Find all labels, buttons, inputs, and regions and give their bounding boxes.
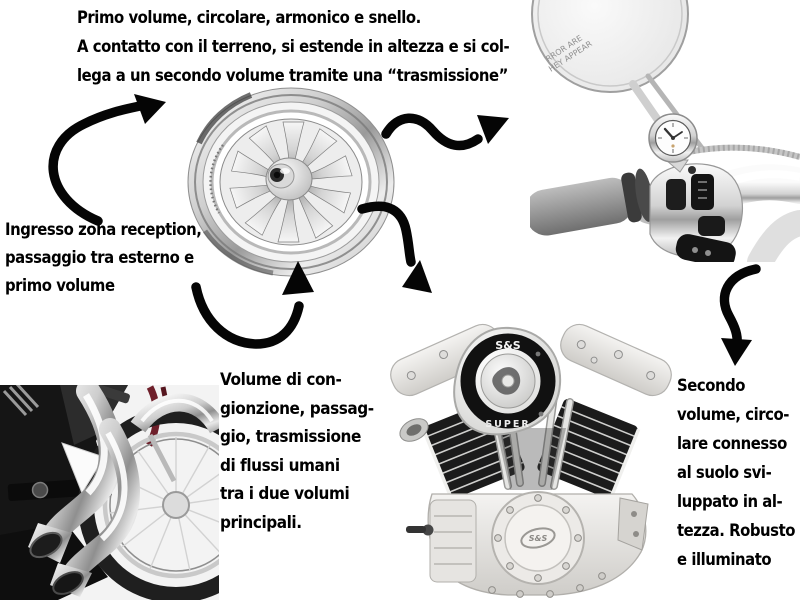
handlebar-photo: RROR ARE HEY APPEAR (530, 0, 800, 262)
wheel-hub (265, 157, 313, 201)
engine-image: S&S S&S SUPER (390, 323, 672, 598)
wheel-photo (185, 85, 397, 280)
annotation-secondo-volume: Secondo volume, circo- lare connesso al … (677, 376, 795, 569)
turn-signal-switch (666, 179, 686, 210)
engine-photo: S&S S&S SUPER (388, 298, 676, 600)
arrow-reception-to-wheel (48, 94, 166, 226)
headlight-switch (691, 174, 714, 210)
exhaust-image (0, 385, 219, 600)
suspension-spring (2, 385, 40, 417)
annotation-primo-volume: Primo volume, circolare, armonico e snel… (77, 8, 510, 85)
switch-housing (649, 163, 744, 262)
annotation-ingresso-reception: Ingresso zona reception, passaggio tra e… (5, 220, 202, 295)
clock-hour-hand (663, 127, 675, 140)
handlebar-image: RROR ARE HEY APPEAR (530, 0, 800, 262)
arrow-wheel-to-engine (357, 201, 432, 293)
handlebar-clock (648, 113, 698, 173)
chrome-reflection (61, 442, 105, 495)
arrow-handlebar-to-secondo-volume (719, 264, 761, 366)
crankcase: S&S (406, 491, 649, 598)
left-case-block (429, 499, 477, 583)
gear-cover-logo: S&S (529, 534, 548, 543)
frame-bolt (31, 481, 49, 499)
kick-lever (406, 526, 426, 533)
air-cleaner-model: SUPER (485, 419, 530, 430)
grip (530, 168, 654, 236)
arrow-wheel-to-handlebar (381, 113, 509, 151)
air-cleaner: S&S SUPER (453, 326, 562, 436)
annotation-volume-congiunzione: Volume di con- gionzione, passag- gio, t… (220, 370, 374, 533)
arrow-conjunction-to-wheel (191, 261, 314, 349)
mirror: RROR ARE HEY APPEAR (531, 0, 705, 156)
exhaust-photo (0, 385, 219, 600)
chrome-exhaust-pipes (28, 385, 140, 597)
carb-intake (399, 418, 429, 442)
right-mount-plate (617, 497, 649, 551)
mode-switch (698, 216, 725, 236)
air-cleaner-brand: S&S (495, 339, 521, 352)
exhaust-tip-lower (52, 571, 84, 595)
chrome-fender (130, 393, 219, 483)
braided-cable (687, 144, 800, 160)
right-rocker-cover (560, 323, 672, 397)
chrome-wheel-image (187, 87, 395, 277)
exhaust-tip-upper (29, 531, 63, 559)
